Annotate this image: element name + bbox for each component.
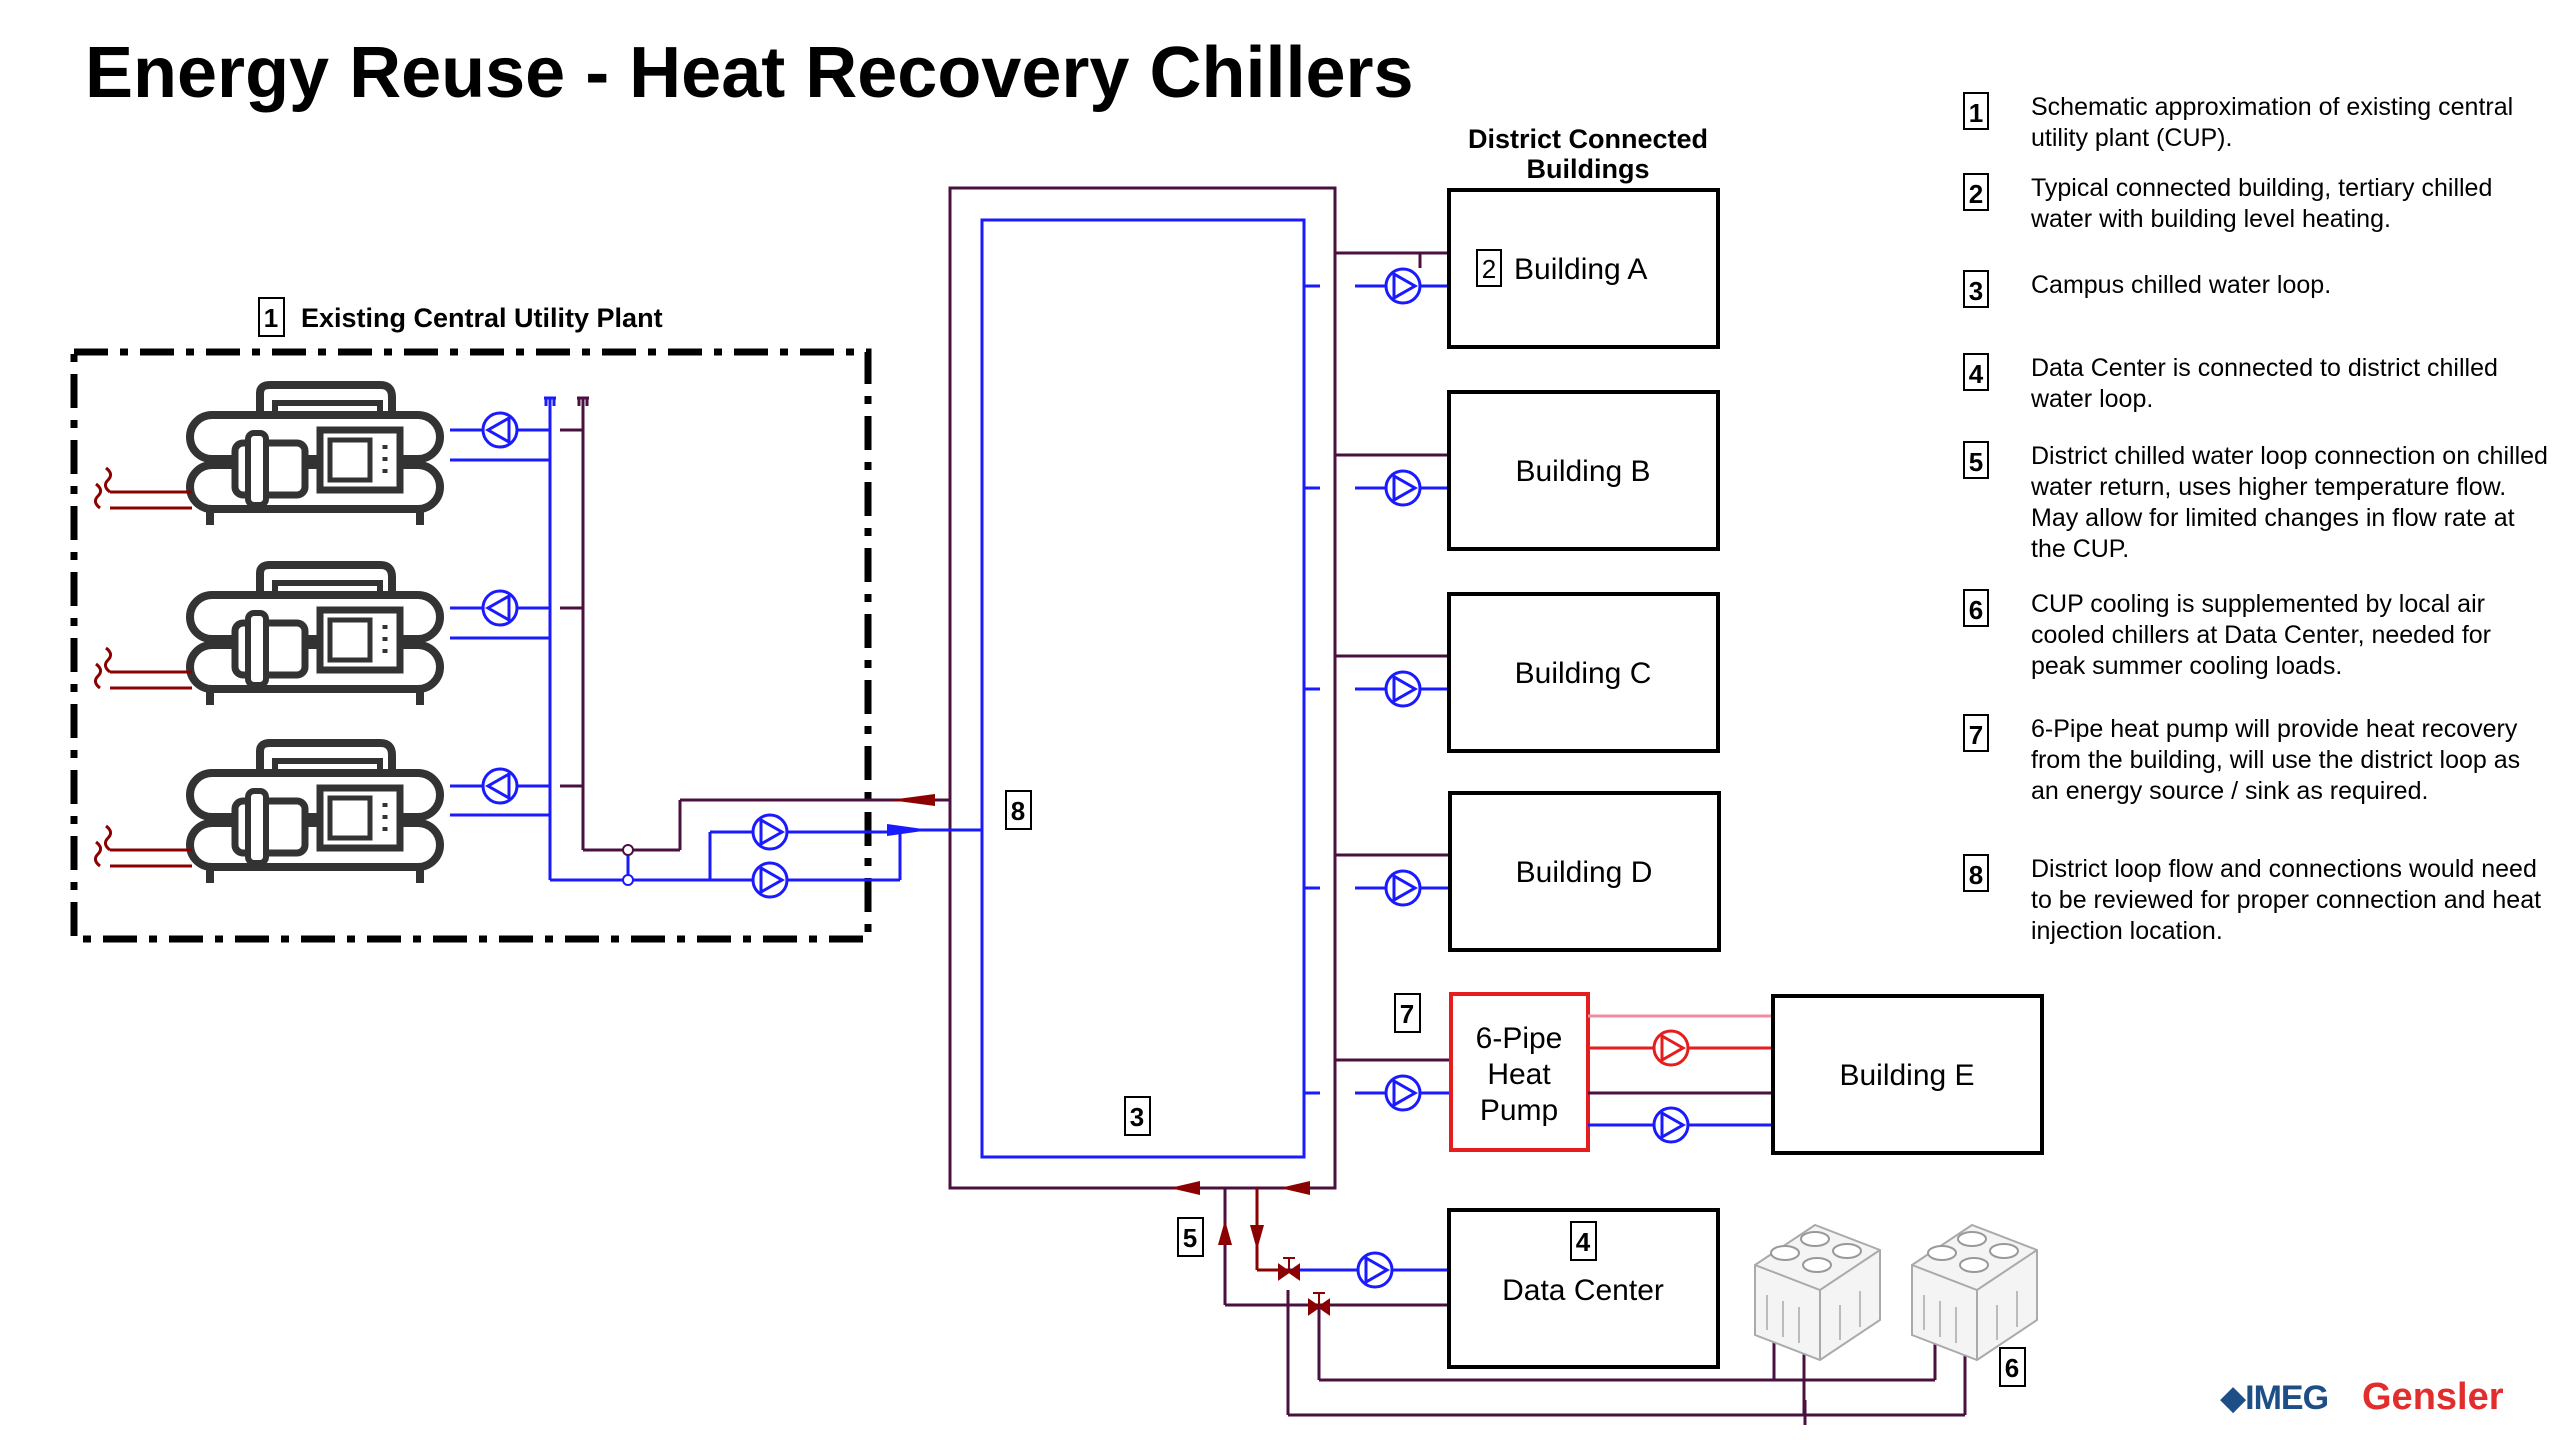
return-arrow-down (1250, 1225, 1264, 1250)
district-heading-2: Buildings (1527, 154, 1650, 184)
note-2-text: Typical connected building, tertiary chi… (2031, 174, 2493, 233)
building-e-heating-pump (1652, 1029, 1690, 1067)
building-a-branch (1304, 251, 1449, 305)
heat-coil-2 (93, 646, 113, 690)
building-c (1447, 592, 1720, 753)
tag-loop: 3 (1130, 1102, 1144, 1132)
building-d-label: Building D (1516, 856, 1653, 889)
note-8-text: District loop flow and connections would… (2031, 855, 2542, 945)
tag-connection-box (1177, 1217, 1204, 1257)
data-center-pump (1356, 1251, 1394, 1289)
district-loop-outer (948, 186, 1337, 1190)
note-3-text: Campus chilled water loop. (2031, 271, 2332, 299)
control-valve-1 (1278, 1257, 1300, 1281)
cup-label: Existing Central Utility Plant (301, 303, 663, 333)
chiller-2 (190, 565, 440, 705)
return-arrow-left (1170, 1181, 1200, 1195)
heat-pump-line3: Pump (1480, 1094, 1558, 1127)
data-center-label: Data Center (1502, 1274, 1664, 1307)
chiller-3 (190, 743, 440, 883)
tag-flow-box (1005, 790, 1032, 830)
data-center-tag-box (1570, 1221, 1597, 1261)
cup-return-connection (680, 794, 950, 806)
note-8-number: 8 (1963, 854, 1989, 892)
note-7-text: 6-Pipe heat pump will provide heat recov… (2031, 715, 2521, 805)
tag-loop-box (1124, 1096, 1151, 1136)
tag-aircooled-box (1999, 1347, 2026, 1387)
chiller-pump-1 (481, 411, 519, 449)
note-4-number: 4 (1963, 353, 1989, 391)
air-cooled-chiller-1 (1754, 1224, 1881, 1361)
district-loop-inner (980, 218, 1306, 1159)
building-e (1771, 994, 2044, 1155)
heat-pump-tag: 7 (1400, 999, 1414, 1029)
building-c-label: Building C (1515, 657, 1652, 690)
imeg-logo-text: IMEG (2245, 1379, 2329, 1417)
cup-supply-connection (887, 824, 982, 836)
primary-pump-1 (751, 813, 789, 851)
heat-pump-branch (1304, 1058, 1450, 1112)
note-1-text: Schematic approximation of existing cent… (2031, 93, 2514, 152)
air-cooled-chiller-2 (1911, 1224, 2038, 1361)
note-5-text: District chilled water loop connection o… (2031, 442, 2548, 563)
tag-flow: 8 (1011, 796, 1025, 826)
note-1-number: 1 (1963, 92, 1989, 130)
building-a-label: Building A (1514, 253, 1647, 286)
building-d (1448, 791, 1721, 952)
building-b-branch (1304, 453, 1449, 507)
tag-aircooled: 6 (2005, 1353, 2019, 1383)
note-5-number: 5 (1963, 441, 1989, 479)
note-4-text: Data Center is connected to district chi… (2031, 354, 2498, 413)
return-arrow-up (1218, 1220, 1232, 1245)
aircooled-piping (1286, 1290, 1967, 1425)
data-center-connection (1223, 1188, 1449, 1307)
note-6-text: CUP cooling is supplemented by local air… (2031, 590, 2491, 680)
heat-coil-3 (93, 824, 113, 868)
note-3-number: 3 (1963, 270, 1989, 308)
data-center-tag: 4 (1576, 1227, 1591, 1257)
heat-coil-1 (93, 466, 113, 510)
primary-pump-2 (751, 861, 789, 899)
cup-number-box (258, 297, 285, 337)
chiller-pump-3 (481, 767, 519, 805)
heat-pump-line1: 6-Pipe (1476, 1022, 1563, 1055)
chiller-1 (190, 385, 440, 525)
building-e-label: Building E (1839, 1059, 1974, 1092)
imeg-logo: ◆IMEG (2220, 1378, 2329, 1418)
building-a-tag: 2 (1482, 254, 1496, 284)
heat-pump (1449, 992, 1590, 1152)
building-a-tag-box (1476, 249, 1502, 287)
building-d-branch (1304, 853, 1449, 907)
gensler-logo: Gensler (2362, 1376, 2504, 1418)
supply-arrow-left (1280, 1181, 1310, 1195)
page-title: Energy Reuse - Heat Recovery Chillers (85, 33, 1414, 113)
heat-pump-tag-box (1394, 993, 1421, 1033)
building-b-label: Building B (1515, 455, 1650, 488)
cup-number: 1 (264, 303, 278, 333)
imeg-diamond-icon: ◆ (2220, 1379, 2246, 1417)
district-heading-1: District Connected (1468, 124, 1708, 154)
chiller-pump-2 (481, 589, 519, 627)
building-c-branch (1304, 654, 1449, 708)
heat-pump-line2: Heat (1487, 1058, 1551, 1091)
cup-boundary (70, 348, 872, 943)
note-6-number: 6 (1963, 589, 1989, 627)
note-7-number: 7 (1963, 714, 1989, 752)
note-2-number: 2 (1963, 173, 1989, 211)
building-b (1447, 390, 1720, 551)
building-e-cooling-pump (1652, 1106, 1690, 1144)
tag-connection: 5 (1183, 1223, 1197, 1253)
